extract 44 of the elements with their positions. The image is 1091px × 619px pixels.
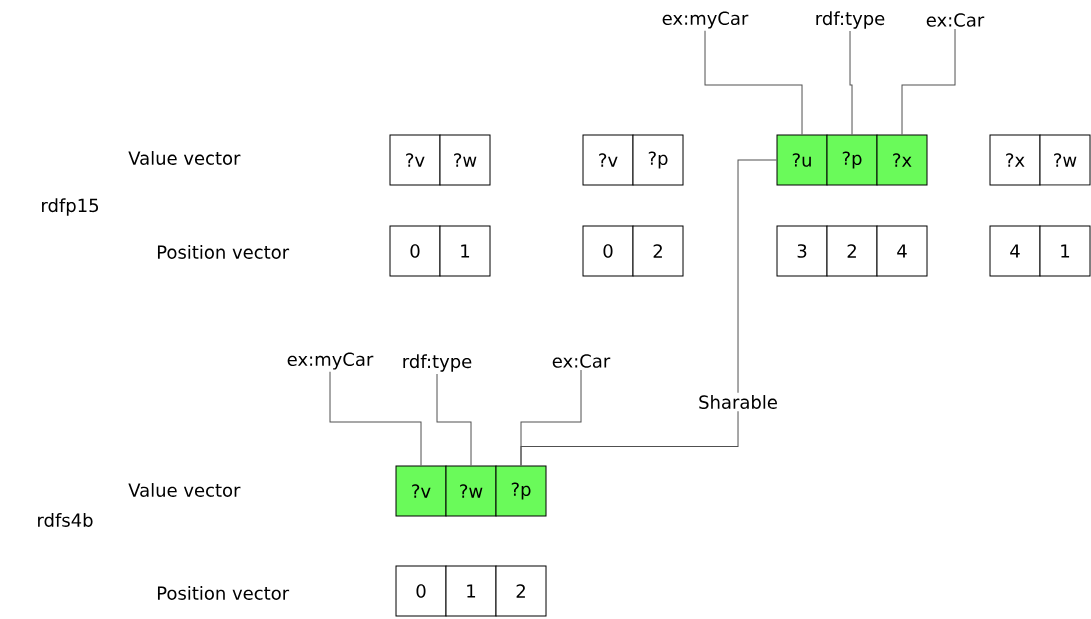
position-cell: 2 (632, 225, 684, 277)
shared-variable-cell: ?u (776, 134, 828, 186)
shared-variable-cell: ?w (445, 465, 497, 517)
leader-line (704, 30, 803, 135)
position-cell: 0 (395, 565, 447, 617)
row-label: Position vector (158, 586, 290, 600)
position-cell: 1 (445, 565, 497, 617)
annotation-label: rdf:type (403, 354, 472, 372)
row-label: rdfs4b (38, 513, 93, 527)
leader-line (436, 373, 472, 466)
position-cell: 4 (989, 225, 1041, 277)
position-cell: 0 (389, 225, 441, 277)
variable-cell: ?x (989, 134, 1041, 186)
position-cell: 1 (1039, 225, 1091, 277)
annotation-label: ex:Car (552, 354, 611, 368)
position-cell: 3 (776, 225, 828, 277)
row-label: rdfp15 (42, 198, 99, 216)
annotation-label: ex:Car (926, 13, 985, 27)
position-cell: 2 (826, 225, 878, 277)
variable-cell: ?v (389, 134, 441, 186)
leader-line (901, 28, 956, 135)
shared-variable-cell: ?x (876, 134, 928, 186)
variable-cell: ?p (632, 134, 684, 186)
leader-line (520, 410, 739, 466)
annotation-label: ex:myCar (287, 352, 374, 370)
annotation-label: Sharable (699, 395, 777, 409)
row-label: Value vector (128, 151, 241, 165)
position-cell: 4 (876, 225, 928, 277)
annotation-label: rdf:type (816, 11, 885, 29)
position-cell: 2 (495, 565, 547, 617)
variable-cell: ?v (582, 134, 634, 186)
annotation-label: ex:myCar (662, 11, 749, 29)
shared-variable-cell: ?p (826, 134, 878, 186)
leader-line (849, 30, 853, 135)
variable-cell: ?w (439, 134, 491, 186)
leader-line (329, 371, 422, 466)
variable-cell: ?w (1039, 134, 1091, 186)
row-label: Position vector (158, 245, 290, 259)
position-cell: 1 (439, 225, 491, 277)
shared-variable-cell: ?p (495, 465, 547, 517)
row-label: Value vector (128, 483, 241, 497)
shared-variable-cell: ?v (395, 465, 447, 517)
leader-line (737, 159, 777, 394)
position-cell: 0 (582, 225, 634, 277)
